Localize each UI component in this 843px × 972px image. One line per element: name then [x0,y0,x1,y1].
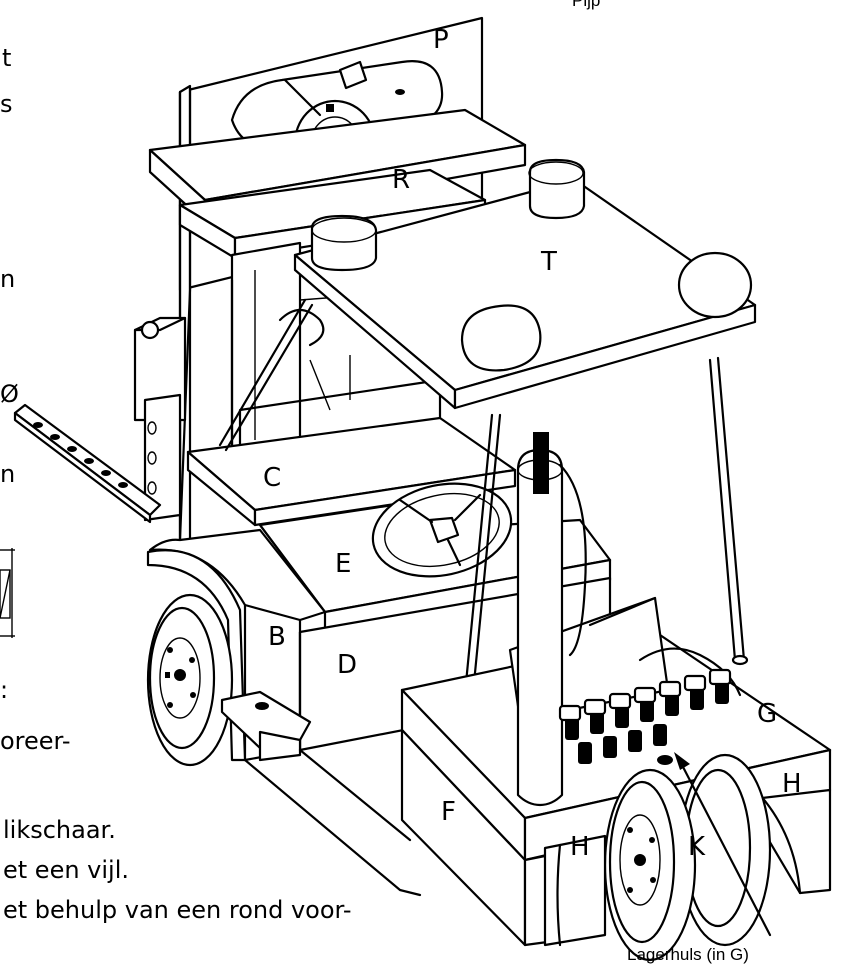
left-fragment-7: oreer- [0,727,71,755]
label-c: C [263,463,281,493]
base-floor [243,748,422,897]
label-b: B [268,622,286,652]
left-fragment-9: et een vijl. [3,856,129,884]
wheel-left [146,593,234,767]
fork-mast [133,316,187,522]
cable [558,463,587,657]
label-h-left: H [570,832,590,862]
label-k: K [688,832,706,862]
label-f: F [441,797,456,827]
left-fragment-2: s [0,90,13,118]
label-p: P [433,25,449,55]
bumper-plate [220,690,312,762]
caption-top: Pijp [572,0,600,10]
left-fragment-3: n [0,265,15,293]
label-d: D [337,650,357,680]
label-h-right: H [782,769,802,799]
label-t: T [540,247,557,277]
pipe-column [516,432,564,807]
label-r: R [392,165,410,195]
fender [146,549,247,762]
side-h-left [543,834,607,947]
pointer-arrow [674,752,772,937]
canopy-t [293,158,757,410]
left-fragment-5: n [0,460,15,488]
label-g: G [757,699,777,729]
left-fragment-10: et behulp van een rond voor- [3,896,352,924]
connector-cluster [558,647,742,765]
left-fragment-8: likschaar. [3,816,116,844]
left-fragment-6: : [0,676,8,704]
left-fragment-4: Ø [0,380,19,408]
caption-bottom: Lagerhuls (in G) [627,945,749,964]
dimension-marks-left [0,548,15,638]
steering-wheel [371,482,513,578]
label-e: E [335,549,351,579]
left-fragment-1: t [2,44,11,72]
fork-arm [13,403,162,524]
